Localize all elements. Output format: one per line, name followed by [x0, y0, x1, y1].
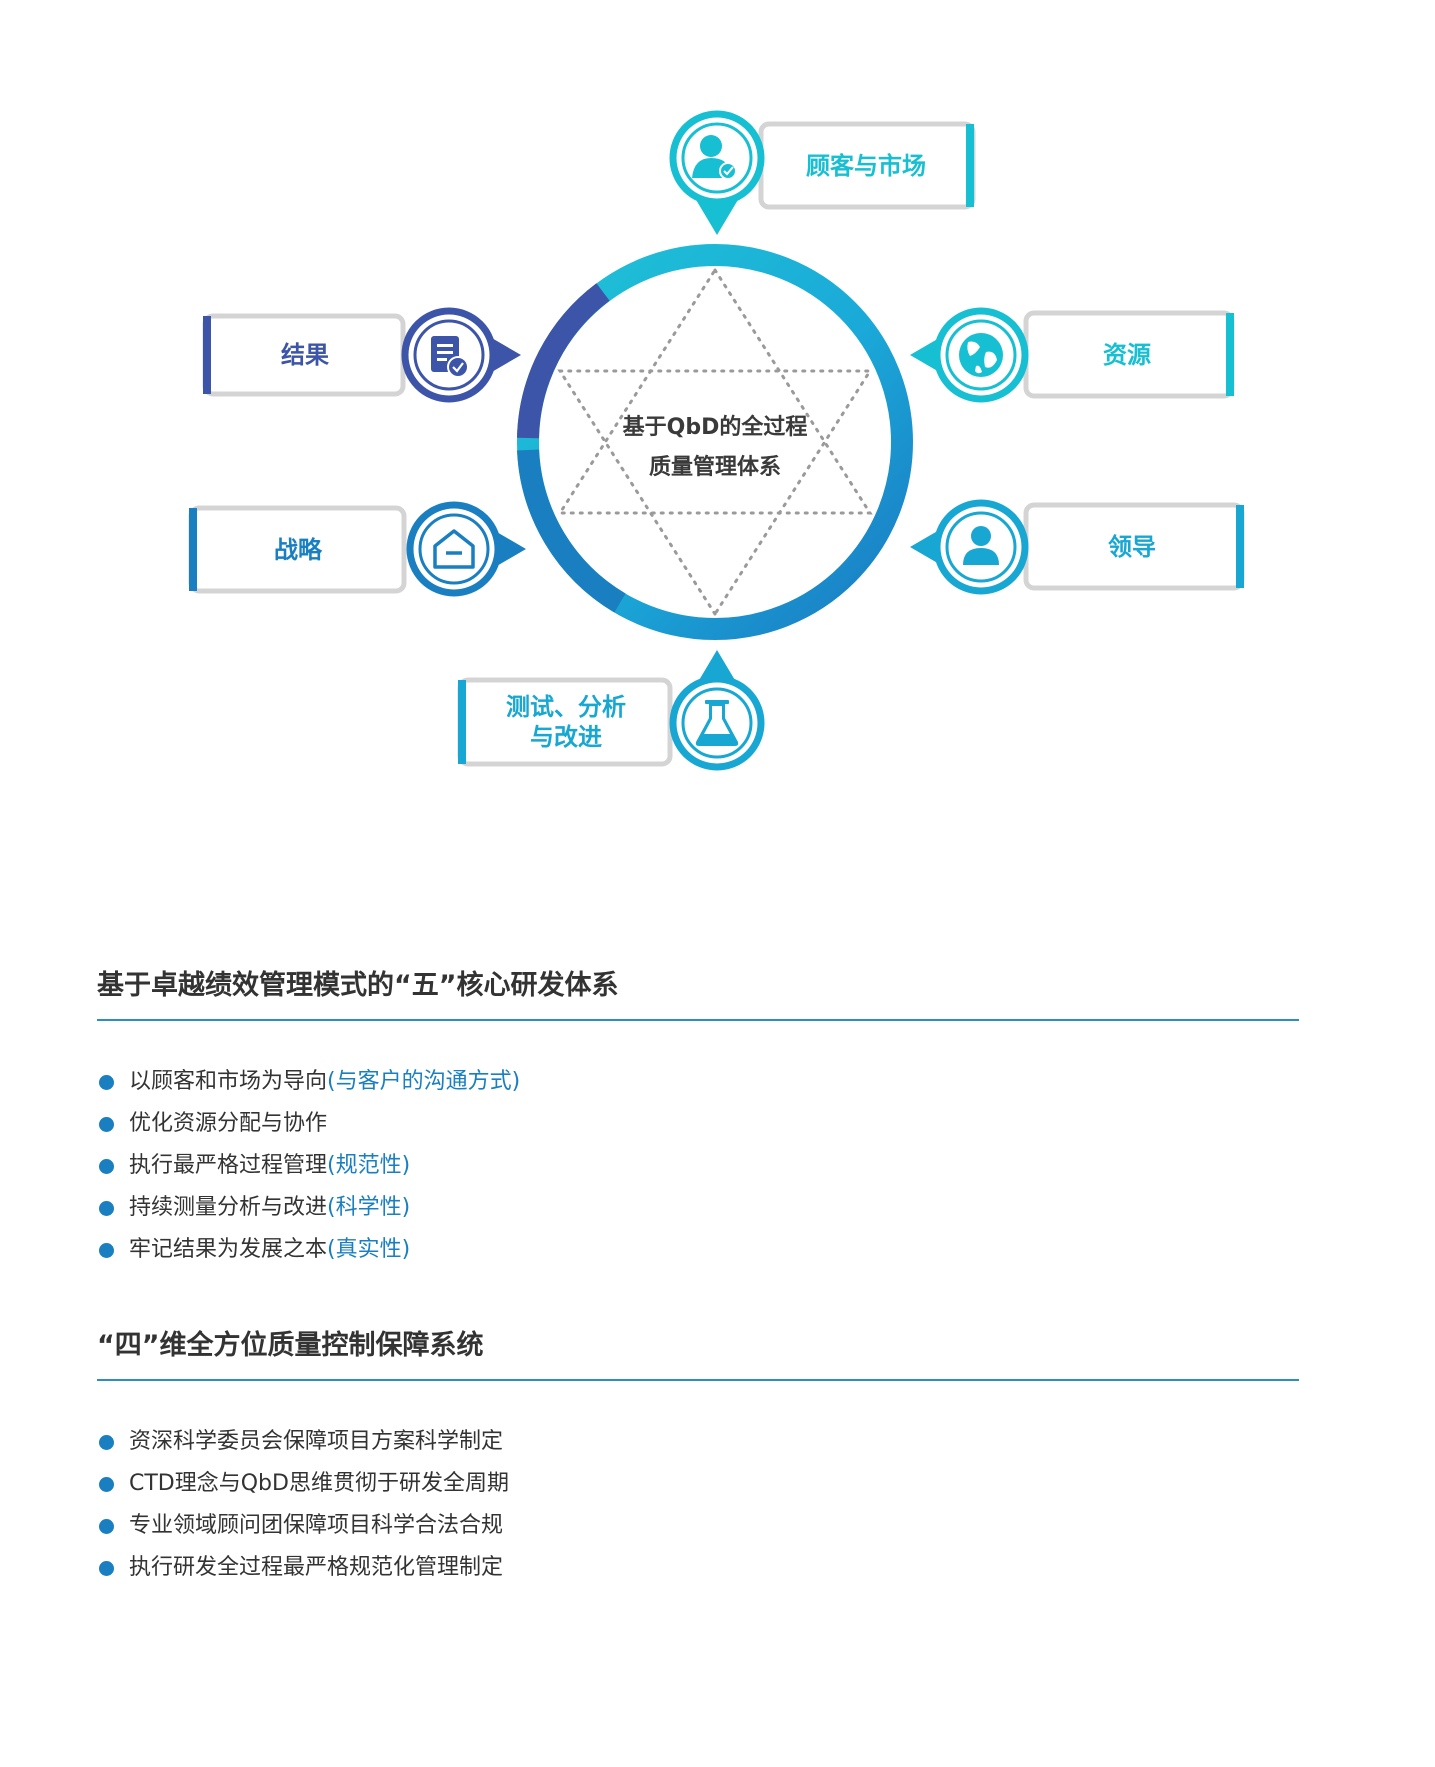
customer-label: 顾客与市场: [768, 127, 964, 204]
item-text: CTD理念与QbD思维贯彻于研发全周期: [129, 1471, 509, 1496]
bullet-dot: [99, 1159, 114, 1174]
list-item: CTD理念与QbD思维贯彻于研发全周期: [97, 1463, 509, 1505]
item-note: (规范性): [327, 1153, 411, 1178]
item-note: (科学性): [327, 1195, 411, 1220]
strategy-label-text: 战略: [274, 535, 322, 564]
bullet-dot: [99, 1477, 114, 1492]
item-text: 牢记结果为发展之本: [129, 1237, 328, 1262]
testing-label-line1: 测试、分析: [506, 693, 626, 721]
globe-icon: [959, 333, 1003, 377]
results-label-text: 结果: [281, 341, 329, 369]
section2-list: 资深科学委员会保障项目方案科学制定 CTD理念与QbD思维贯彻于研发全周期 专业…: [97, 1421, 509, 1589]
bullet-dot: [99, 1117, 114, 1132]
item-note: (真实性): [327, 1237, 411, 1262]
node-customer: [669, 110, 976, 235]
list-item: 牢记结果为发展之本(真实性): [97, 1229, 520, 1271]
item-text: 专业领域顾问团保障项目科学合法合规: [129, 1513, 504, 1538]
resources-label: 资源: [1030, 316, 1224, 393]
bullet-dot: [99, 1243, 114, 1258]
section2-title: “四”维全方位质量控制保障系统: [97, 1330, 484, 1361]
results-label: 结果: [213, 318, 397, 392]
section2-divider: [97, 1379, 1299, 1381]
item-text: 执行最严格过程管理: [129, 1153, 328, 1178]
hub-title: 基于QbD的全过程 质量管理体系: [600, 408, 830, 488]
leadership-label-text: 领导: [1108, 532, 1156, 561]
item-text: 以顾客和市场为导向: [129, 1069, 328, 1094]
list-item: 优化资源分配与协作: [97, 1103, 520, 1145]
qbd-diagram: [188, 110, 1245, 771]
user-icon: [963, 526, 999, 565]
flask-icon: [695, 700, 739, 746]
hub-title-line1: 基于QbD的全过程: [622, 415, 808, 440]
house-icon: [433, 529, 475, 569]
list-item: 持续测量分析与改进(科学性): [97, 1187, 520, 1229]
customer-label-text: 顾客与市场: [806, 151, 926, 180]
bullet-dot: [99, 1519, 114, 1534]
list-item: 专业领域顾问团保障项目科学合法合规: [97, 1505, 509, 1547]
resources-label-text: 资源: [1103, 340, 1151, 369]
leadership-label: 领导: [1030, 508, 1234, 585]
testing-label: 测试、分析 与改进: [468, 683, 664, 761]
item-text: 优化资源分配与协作: [129, 1111, 328, 1136]
document-check-icon: [431, 336, 469, 378]
item-text: 持续测量分析与改进: [129, 1195, 328, 1220]
list-item: 执行最严格过程管理(规范性): [97, 1145, 520, 1187]
list-item: 以顾客和市场为导向(与客户的沟通方式): [97, 1061, 520, 1103]
strategy-label: 战略: [199, 511, 397, 588]
bullet-dot: [99, 1435, 114, 1450]
bullet-dot: [99, 1561, 114, 1576]
node-strategy: [188, 501, 526, 597]
section1-list: 以顾客和市场为导向(与客户的沟通方式) 优化资源分配与协作 执行最严格过程管理(…: [97, 1061, 520, 1271]
list-item: 资深科学委员会保障项目方案科学制定: [97, 1421, 509, 1463]
hub-title-line2: 质量管理体系: [648, 455, 781, 480]
list-item: 执行研发全过程最严格规范化管理制定: [97, 1547, 509, 1589]
section1-title: 基于卓越绩效管理模式的“五”核心研发体系: [97, 970, 619, 1001]
item-text: 执行研发全过程最严格规范化管理制定: [129, 1555, 504, 1580]
user-check-icon: [692, 135, 737, 180]
section1-divider: [97, 1019, 1299, 1021]
bullet-dot: [99, 1201, 114, 1216]
hexagram-pattern: [557, 267, 873, 617]
item-note: (与客户的沟通方式): [327, 1069, 521, 1094]
testing-label-line2: 与改进: [530, 723, 602, 751]
bullet-dot: [99, 1075, 114, 1090]
item-text: 资深科学委员会保障项目方案科学制定: [129, 1429, 504, 1454]
hub-ring: [517, 244, 913, 640]
